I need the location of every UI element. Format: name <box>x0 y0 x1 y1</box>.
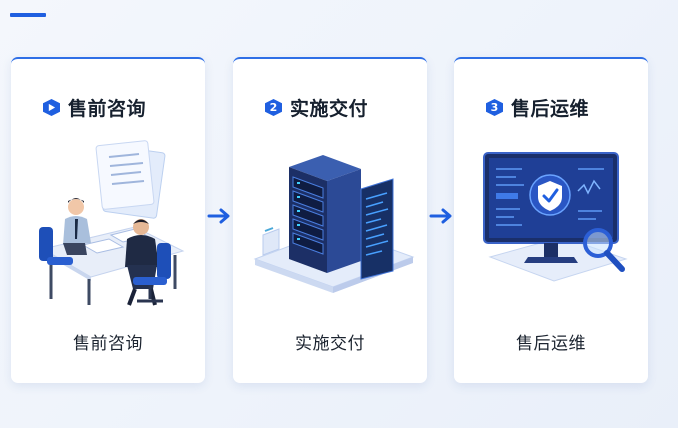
step-header: 3 售后运维 <box>486 94 589 121</box>
step-title: 实施交付 <box>290 98 369 120</box>
play-icon <box>48 103 56 112</box>
step-card-delivery: 2 实施交付 <box>233 57 427 383</box>
arrow-right-icon <box>207 208 230 224</box>
step-number-badge: 2 <box>265 99 282 116</box>
arrow-right-icon <box>429 208 452 224</box>
step-header: 售前咨询 <box>43 94 146 121</box>
server-illustration <box>253 155 415 293</box>
step-caption: 售前咨询 <box>73 334 143 354</box>
step-caption: 实施交付 <box>295 334 365 354</box>
consultation-illustration <box>39 140 185 306</box>
step-title: 售前咨询 <box>68 98 147 120</box>
accent-bar <box>10 13 46 17</box>
step-title: 售后运维 <box>511 98 590 120</box>
step-caption: 售后运维 <box>516 334 586 354</box>
step-number-badge: 3 <box>486 99 503 116</box>
monitor-check-illustration <box>483 152 628 282</box>
step-number-badge <box>43 99 60 116</box>
step-card-aftersales: 3 售后运维 售后运维 <box>454 57 648 383</box>
step-header: 2 实施交付 <box>265 94 368 121</box>
step-card-presales: 售前咨询 <box>11 57 205 383</box>
